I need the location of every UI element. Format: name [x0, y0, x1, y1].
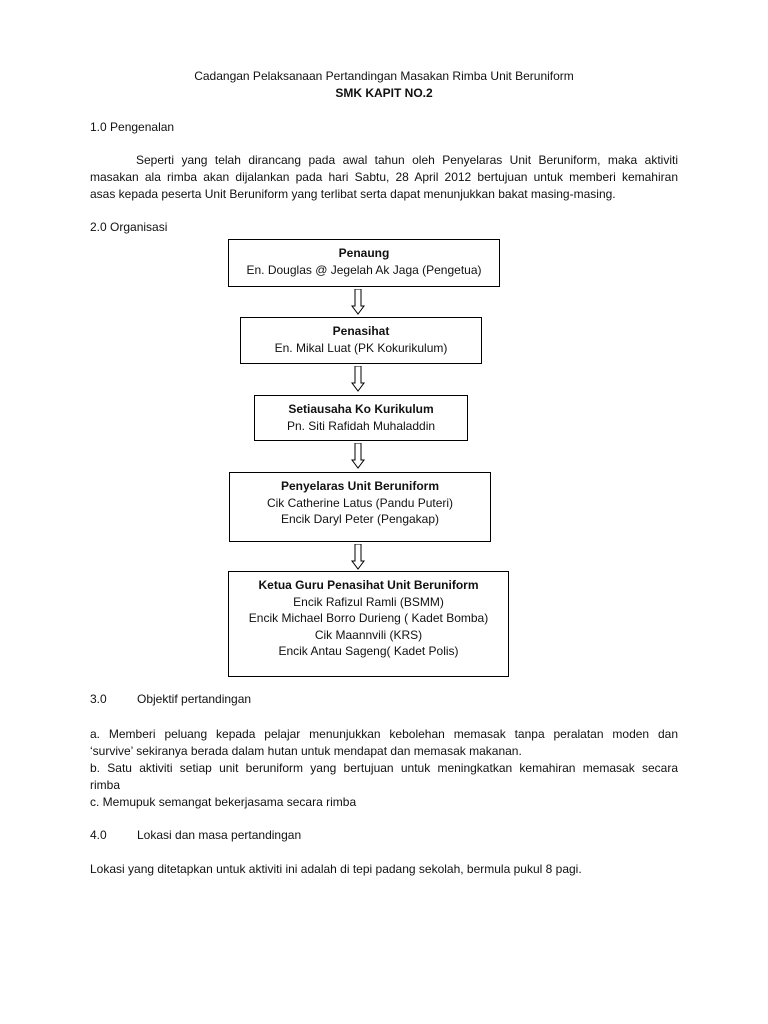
org-box-line: Cik Maannvili (KRS) [314, 627, 423, 642]
section4-heading: Lokasi dan masa pertandingan [137, 828, 302, 842]
org-box-line: En. Douglas @ Jegelah Ak Jaga (Pengetua) [246, 262, 482, 277]
org-box-title: Ketua Guru Penasihat Unit Beruniform [258, 578, 479, 592]
section1-line: asas kepada peserta Unit Beruniform yang… [90, 187, 616, 201]
org-box-ketua-guru: Ketua Guru Penasihat Unit Beruniform Enc… [228, 571, 509, 677]
org-box-penasihat: Penasihat En. Mikal Luat (PK Kokurikulum… [240, 317, 482, 364]
down-arrow-icon [351, 289, 365, 315]
section2-heading: 2.0 Organisasi [90, 220, 168, 234]
org-box-title: Penasihat [332, 324, 390, 338]
section1-line: masakan ala rimba akan dijalankan pada h… [90, 170, 678, 184]
section3-number: 3.0 [90, 692, 107, 706]
document-subtitle: SMK KAPIT NO.2 [335, 86, 433, 100]
org-box-penaung: Penaung En. Douglas @ Jegelah Ak Jaga (P… [228, 239, 500, 287]
org-box-title: Penyelaras Unit Beruniform [280, 479, 440, 493]
down-arrow-icon [351, 366, 365, 392]
down-arrow-icon [351, 443, 365, 469]
org-box-line: Cik Catherine Latus (Pandu Puteri) [266, 495, 454, 510]
org-box-line: Encik Michael Borro Durieng ( Kadet Bomb… [248, 611, 489, 625]
org-box-line: Encik Rafizul Ramli (BSMM) [293, 594, 444, 609]
section4-text: Lokasi yang ditetapkan untuk aktiviti in… [90, 862, 582, 876]
objective-line: b. Satu aktiviti setiap unit beruniform … [90, 761, 678, 775]
document-title: Cadangan Pelaksanaan Pertandingan Masaka… [194, 69, 574, 83]
section1-heading: 1.0 Pengenalan [90, 120, 175, 134]
org-box-line: Encik Antau Sageng( Kadet Polis) [278, 644, 459, 658]
objective-line: ‘survive’ sekiranya berada dalam hutan u… [90, 744, 522, 758]
section1-line: Seperti yang telah dirancang pada awal t… [136, 153, 678, 167]
down-arrow-icon [351, 544, 365, 570]
objective-line: a. Memberi peluang kepada pelajar menunj… [90, 727, 678, 741]
org-box-title: Penaung [338, 246, 390, 260]
org-box-penyelaras: Penyelaras Unit Beruniform Cik Catherine… [229, 472, 491, 542]
org-box-line: Encik Daryl Peter (Pengakap) [280, 512, 440, 526]
org-box-line: En. Mikal Luat (PK Kokurikulum) [274, 340, 448, 355]
objective-line: rimba [90, 778, 121, 792]
org-box-title: Setiausaha Ko Kurikulum [288, 402, 434, 416]
org-box-setiausaha: Setiausaha Ko Kurikulum Pn. Siti Rafidah… [254, 395, 468, 441]
objective-line: c. Memupuk semangat bekerjasama secara r… [90, 795, 357, 809]
section4-number: 4.0 [90, 828, 107, 842]
org-box-line: Pn. Siti Rafidah Muhaladdin [286, 418, 436, 433]
section3-heading: Objektif pertandingan [137, 692, 252, 706]
